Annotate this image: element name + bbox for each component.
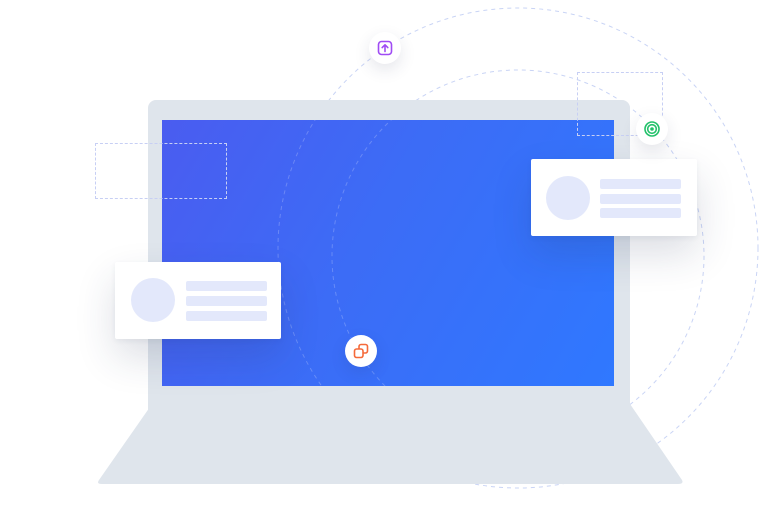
profile-card-right [531,159,697,236]
target-icon [644,121,660,137]
text-placeholder-line [600,179,681,189]
copy-bubble [345,335,377,367]
upload-bubble [369,32,401,64]
text-placeholder-line [600,194,681,204]
target-bubble [636,113,668,145]
laptop-base [98,404,683,484]
avatar [131,278,175,322]
selection-frame-right [577,72,663,136]
avatar [546,176,590,220]
text-placeholder-line [186,281,267,291]
text-placeholder-line [600,208,681,218]
text-placeholder-line [186,296,267,306]
profile-card-left [115,262,281,339]
screen-orbit-overlay [277,120,392,386]
selection-frame-left [95,143,227,199]
text-placeholder-line [186,311,267,321]
upload-icon [377,40,393,56]
copy-icon [353,343,369,359]
